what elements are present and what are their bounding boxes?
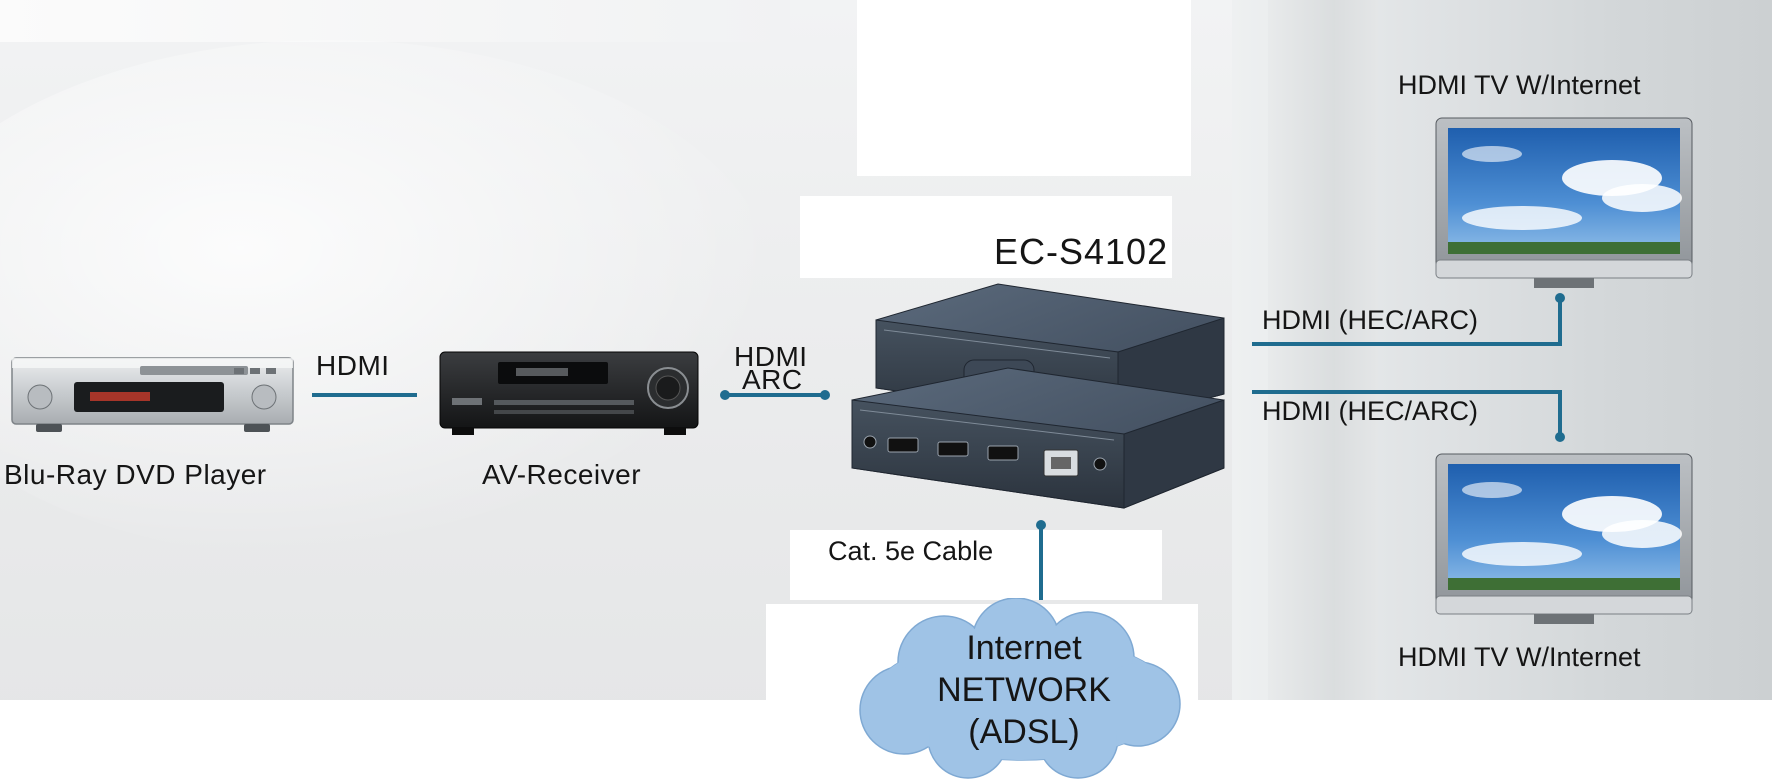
- cable-end-dot: [720, 390, 730, 400]
- av-receiver-device: [439, 351, 699, 435]
- dvd-player-device: [11, 357, 294, 432]
- network-label-line3: (ADSL): [968, 713, 1080, 751]
- tv-bottom-device: [1435, 453, 1693, 624]
- tv-top-device: [1435, 117, 1693, 288]
- background-top-band: [0, 0, 790, 42]
- extender-model-label: EC-S4102: [994, 231, 1169, 272]
- hdmi-arc-label-line2: ARC: [742, 364, 803, 395]
- network-label-line2: NETWORK: [937, 671, 1111, 709]
- hdmi-arc-label-line1: HDMI: [734, 341, 808, 372]
- hdmi-cable-dvd-receiver: [312, 393, 417, 397]
- network-label-line1: Internet: [966, 629, 1082, 667]
- hec-arc-label-top: HDMI (HEC/ARC): [1262, 305, 1478, 335]
- extender-device: [851, 283, 1225, 509]
- internet-cloud-icon: [859, 598, 1181, 779]
- hec-arc-cable-top-horizontal: [1252, 342, 1562, 346]
- model-backdrop: [800, 196, 1172, 278]
- cat5e-label: Cat. 5e Cable: [828, 536, 994, 566]
- hec-arc-label-bottom: HDMI (HEC/ARC): [1262, 396, 1478, 426]
- cable-end-dot: [1555, 432, 1565, 442]
- tv-bottom-label: HDMI TV W/Internet: [1398, 642, 1641, 672]
- dvd-player-label: Blu-Ray DVD Player: [4, 459, 267, 490]
- hec-arc-cable-bottom-vertical: [1558, 390, 1562, 436]
- cat5e-cable: [1039, 524, 1043, 600]
- background-door: [1268, 0, 1378, 700]
- cable-label-backdrop: [790, 530, 1162, 600]
- hec-arc-cable-top-vertical: [1558, 300, 1562, 346]
- hdmi-link-label: HDMI: [316, 350, 390, 381]
- hec-arc-cable-bottom-horizontal: [1252, 390, 1562, 394]
- cable-end-dot: [820, 390, 830, 400]
- cable-end-dot: [1555, 293, 1565, 303]
- hdmi-arc-cable: [726, 393, 826, 397]
- background-swoosh: [0, 40, 780, 560]
- label-backdrop-top: [857, 0, 1191, 176]
- av-receiver-label: AV-Receiver: [482, 459, 642, 490]
- tv-top-label: HDMI TV W/Internet: [1398, 70, 1641, 100]
